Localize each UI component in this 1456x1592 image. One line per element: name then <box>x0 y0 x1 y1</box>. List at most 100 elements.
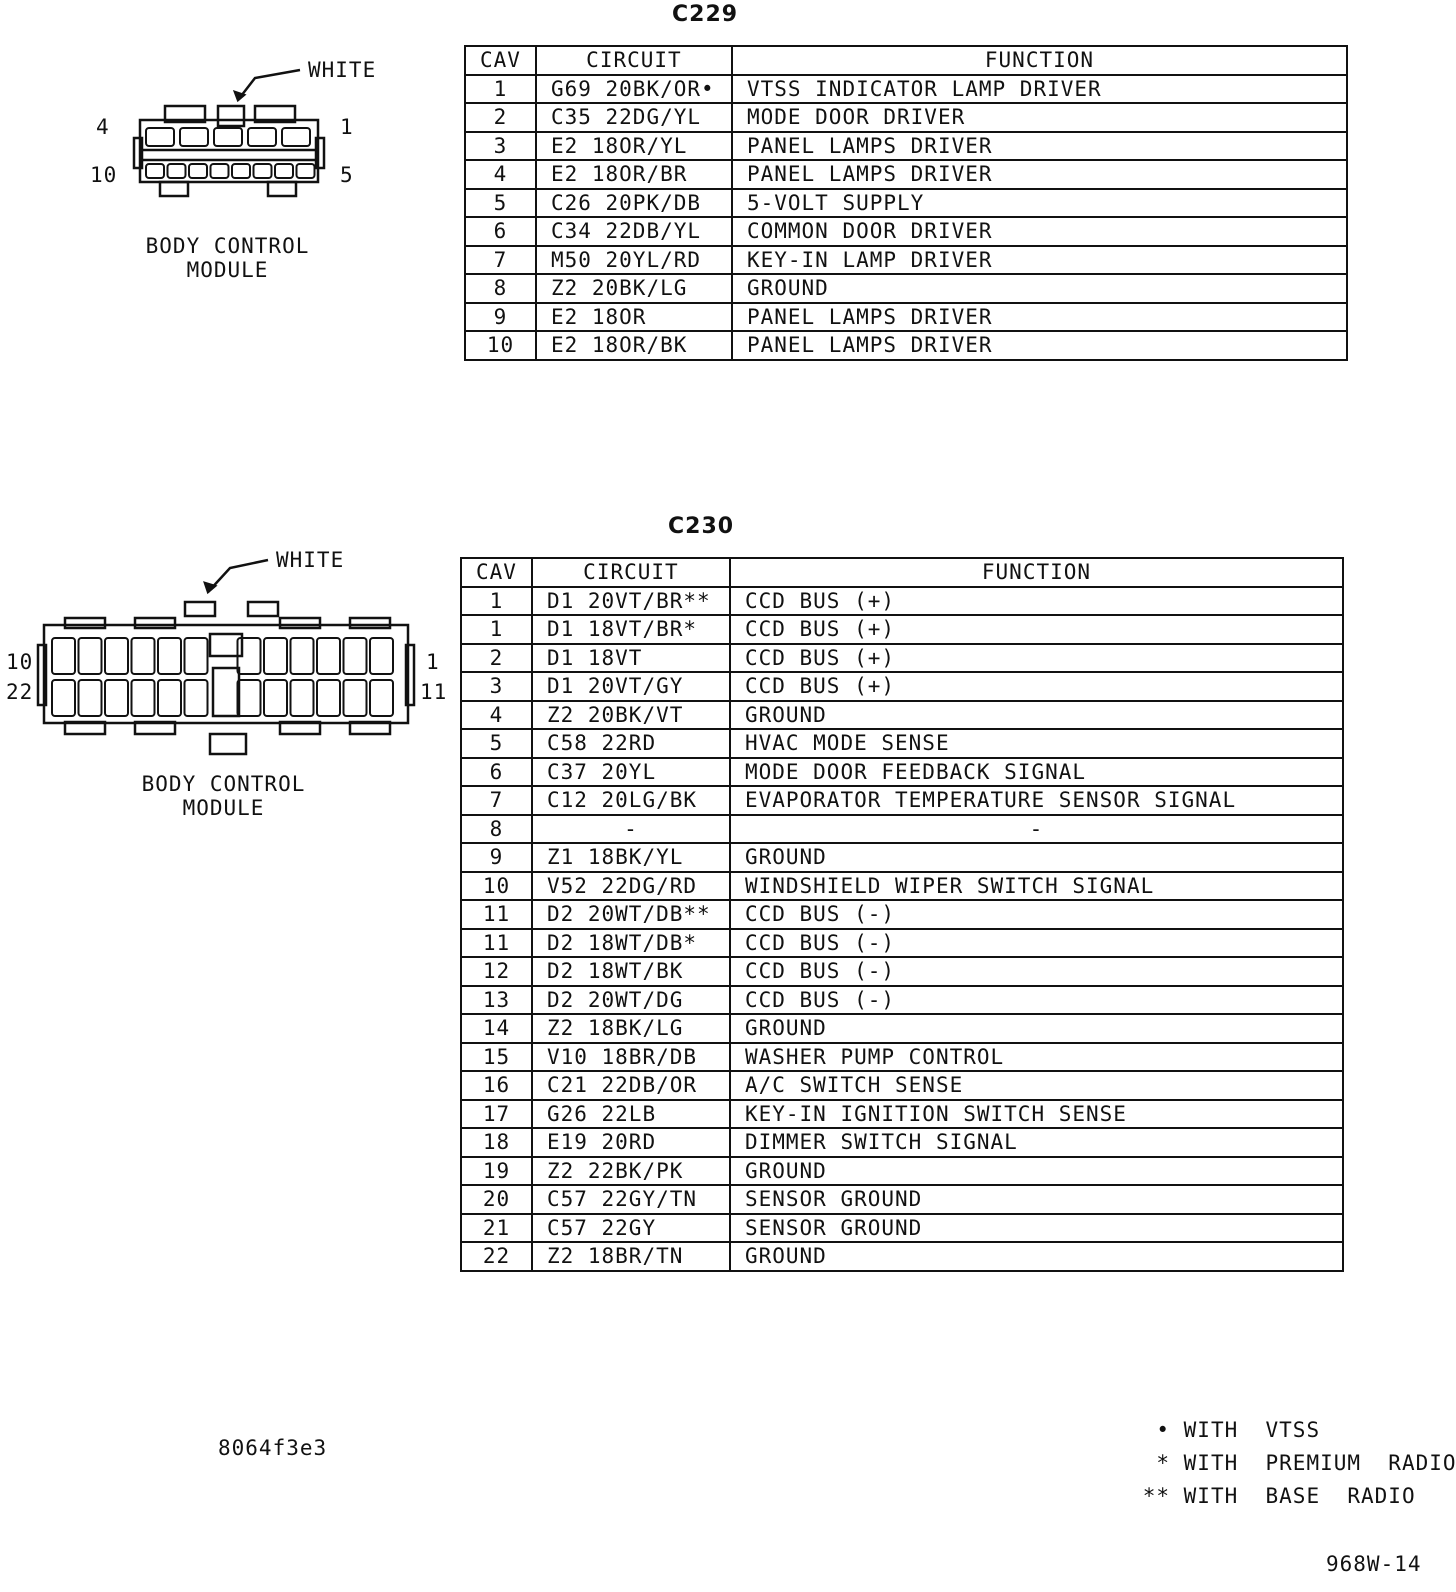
function-cell: KEY-IN LAMP DRIVER <box>730 244 1349 275</box>
circuit-cell: E2 18OR/BR <box>534 159 733 190</box>
function-cell: PANEL LAMPS DRIVER <box>730 159 1349 190</box>
function-cell: CCD BUS (-) <box>728 899 1345 930</box>
circuit-cell: E2 18OR/BK <box>534 330 733 361</box>
cavity <box>231 163 251 179</box>
function-cell: SENSOR GROUND <box>728 1212 1345 1243</box>
cav-cell: 16 <box>460 1070 533 1101</box>
cav-cell: 21 <box>460 1212 533 1243</box>
cav-cell: 9 <box>464 301 537 332</box>
cavity <box>281 127 311 147</box>
cav-cell: 7 <box>464 244 537 275</box>
cavity <box>179 127 209 147</box>
circuit-cell: C35 22DG/YL <box>534 102 733 133</box>
cavity <box>236 637 262 675</box>
circuit-cell: E2 18OR <box>534 301 733 332</box>
cav-cell: 5 <box>464 187 537 218</box>
c229-color-label: WHITE <box>308 58 377 82</box>
function-cell: CCD BUS (+) <box>728 585 1345 616</box>
circuit-cell: C37 20YL <box>530 756 731 787</box>
circuit-cell: D1 18VT <box>530 642 731 673</box>
c230-cav-header: CAV <box>460 557 533 588</box>
cavity <box>145 127 175 147</box>
cav-cell: 3 <box>460 671 533 702</box>
circuit-cell: V52 22DG/RD <box>530 870 731 901</box>
circuit-cell: C57 22GY/TN <box>530 1184 731 1215</box>
circuit-cell: D1 20VT/BR** <box>530 585 731 616</box>
cav-cell: 19 <box>460 1155 533 1186</box>
cavity <box>342 637 368 675</box>
c230-pin-top-left: 10 <box>6 650 34 674</box>
cav-cell: 1 <box>460 614 533 645</box>
cavity <box>104 637 129 675</box>
image-id-label: 8064f3e3 <box>218 1436 328 1460</box>
circuit-cell: C12 20LG/BK <box>530 785 731 816</box>
cavity <box>289 637 315 675</box>
circuit-cell: C26 20PK/DB <box>534 187 733 218</box>
circuit-cell: G69 20BK/OR• <box>534 73 733 104</box>
cavity <box>130 679 156 717</box>
function-cell: MODE DOOR FEEDBACK SIGNAL <box>728 756 1345 787</box>
circuit-cell: Z2 18BR/TN <box>530 1241 731 1272</box>
cav-cell: 8 <box>460 813 533 844</box>
circuit-cell: Z2 22BK/PK <box>530 1155 731 1186</box>
cav-cell: 4 <box>464 159 537 190</box>
c229-module-line2: MODULE <box>186 258 269 282</box>
cav-cell: 11 <box>460 899 533 930</box>
circuit-cell: C21 22DB/OR <box>530 1070 731 1101</box>
circuit-cell: C58 22RD <box>530 728 731 759</box>
cav-cell: 1 <box>460 585 533 616</box>
cav-cell: 18 <box>460 1127 533 1158</box>
c229-cav-header: CAV <box>464 45 537 76</box>
cav-cell: 5 <box>460 728 533 759</box>
c230-cavity-grid <box>51 637 394 717</box>
c229-pin-bottom-left: 10 <box>90 163 118 187</box>
function-cell: CCD BUS (+) <box>728 614 1345 645</box>
c229-pin-top-right: 1 <box>340 115 354 139</box>
c229-function-header: FUNCTION <box>730 45 1349 76</box>
circuit-cell: Z2 20BK/VT <box>530 699 731 730</box>
footnote-text: WITH VTSS <box>1183 1418 1321 1442</box>
cavity <box>51 637 76 675</box>
cav-cell: 8 <box>464 273 537 304</box>
figure-code: 968W-14 <box>1326 1552 1422 1576</box>
c230-function-header: FUNCTION <box>728 557 1345 588</box>
function-cell: DIMMER SWITCH SIGNAL <box>728 1127 1345 1158</box>
function-cell: EVAPORATOR TEMPERATURE SENSOR SIGNAL <box>728 785 1345 816</box>
function-cell: A/C SWITCH SENSE <box>728 1070 1345 1101</box>
cav-cell: 13 <box>460 984 533 1015</box>
cavity <box>157 679 182 717</box>
c230-module-line1: BODY CONTROL <box>141 772 306 796</box>
c230-connector-outline <box>36 558 416 756</box>
cavity <box>295 163 316 179</box>
circuit-cell: D1 18VT/BR* <box>530 614 731 645</box>
cav-cell: 6 <box>464 216 537 247</box>
cavity <box>51 679 76 717</box>
cavity <box>316 679 341 717</box>
c230-pin-bottom-left: 22 <box>6 680 34 704</box>
cavity <box>104 679 129 717</box>
cavity <box>236 679 262 717</box>
cavity <box>247 127 277 147</box>
function-cell: COMMON DOOR DRIVER <box>730 216 1349 247</box>
function-cell: GROUND <box>728 699 1345 730</box>
